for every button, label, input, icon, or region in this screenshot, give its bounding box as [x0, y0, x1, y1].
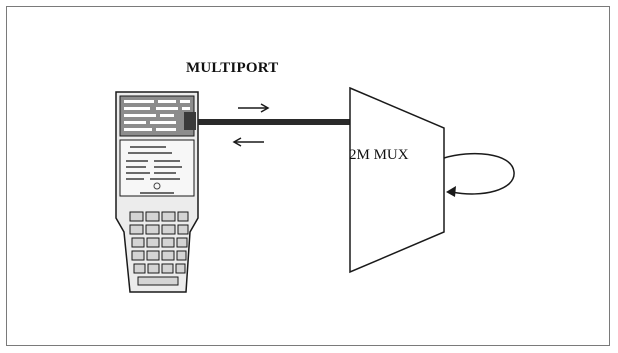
- mux-block: [349, 86, 445, 274]
- arrow-left-icon: [232, 137, 264, 147]
- loopback-arrow-icon: [443, 152, 515, 197]
- figure-frame: [6, 6, 610, 346]
- cable-line: [198, 119, 352, 125]
- mux-label: 2M MUX: [349, 147, 409, 163]
- test-device-icon: [115, 91, 199, 293]
- arrow-right-icon: [238, 103, 270, 113]
- device-label: MULTIPORT: [186, 60, 279, 76]
